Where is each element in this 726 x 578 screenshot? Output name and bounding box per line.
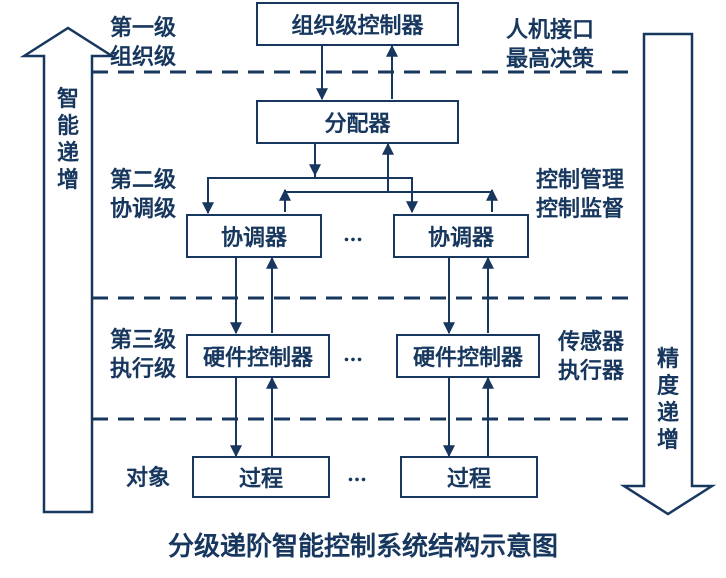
bus-down <box>207 177 418 214</box>
level1-number: 第一级 <box>110 15 177 41</box>
control-line2: 控制监督 <box>536 196 625 222</box>
ellipsis-processes: … <box>347 462 367 486</box>
sensors-line2: 执行器 <box>558 358 625 384</box>
precision-arrow <box>619 32 717 516</box>
intelligence-arrow <box>19 26 117 514</box>
sensors-line1: 传感器 <box>558 329 625 355</box>
process-box-2: 过程 <box>400 456 538 498</box>
level3-name: 执行级 <box>110 356 177 382</box>
diagram-caption: 分级递阶智能控制系统结构示意图 <box>167 532 558 562</box>
level3-label: 第三级 执行级 <box>110 326 176 384</box>
process-box-1: 过程 <box>192 456 330 498</box>
hw-controller-box-1: 硬件控制器 <box>186 334 330 378</box>
hw-controller-box-2: 硬件控制器 <box>396 334 540 378</box>
level3-number: 第三级 <box>110 327 177 353</box>
level1-name: 组织级 <box>110 44 177 70</box>
intelligence-increase-label: 智能递增 <box>56 86 79 193</box>
hmi-line2: 最高决策 <box>506 46 595 72</box>
coordinator-box-2: 协调器 <box>393 214 529 258</box>
sensors-label: 传感器 执行器 <box>558 328 624 386</box>
object-label: 对象 <box>126 465 171 491</box>
coordinator-box-1: 协调器 <box>186 214 322 258</box>
precision-increase-label: 精度递增 <box>656 346 679 453</box>
ellipsis-coordinators: … <box>343 222 363 246</box>
hmi-line1: 人机接口 <box>506 17 595 43</box>
organizer-box: 组织级控制器 <box>256 2 459 46</box>
ellipsis-hw-controllers: … <box>343 342 363 366</box>
level1-label: 第一级 组织级 <box>110 14 176 72</box>
bus-up <box>284 191 493 212</box>
dispatcher-box: 分配器 <box>256 100 459 144</box>
level2-name: 协调级 <box>110 196 177 222</box>
level2-number: 第二级 <box>110 167 177 193</box>
hmi-label: 人机接口 最高决策 <box>506 16 594 74</box>
control-line1: 控制管理 <box>536 167 625 193</box>
control-label: 控制管理 控制监督 <box>536 166 624 224</box>
level2-label: 第二级 协调级 <box>110 166 176 224</box>
